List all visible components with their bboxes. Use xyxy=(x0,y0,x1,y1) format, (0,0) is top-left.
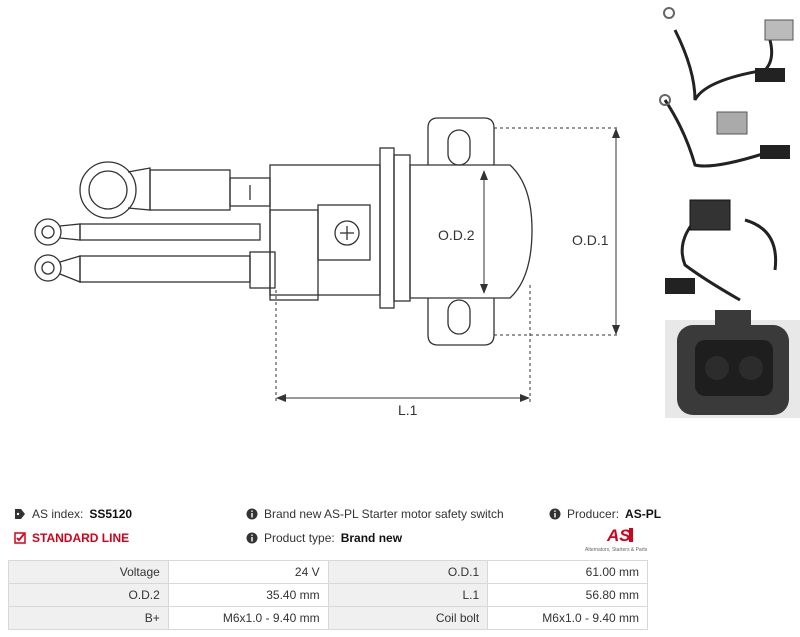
od2-label: O.D.2 xyxy=(438,227,475,243)
product-description: Brand new AS-PL Starter motor safety swi… xyxy=(246,507,504,521)
standard-line: STANDARD LINE xyxy=(14,531,129,545)
info-icon xyxy=(246,508,258,520)
product-type-value: Brand new xyxy=(340,531,403,545)
as-index-value: SS5120 xyxy=(89,507,133,521)
product-photos xyxy=(659,7,800,418)
harness-photo-1 xyxy=(663,7,794,101)
as-index-label: AS index: xyxy=(32,507,84,521)
spec-value: 35.40 mm xyxy=(167,583,329,607)
check-box-icon xyxy=(14,532,26,544)
producer-label: Producer: xyxy=(567,507,620,521)
info-icon xyxy=(246,532,258,544)
tag-icon xyxy=(15,509,25,519)
producer-value: AS-PL xyxy=(625,507,662,521)
spec-label: Coil bolt xyxy=(327,606,489,630)
technical-drawing: O.D.1 O.D.2 L.1 xyxy=(34,117,620,418)
l1-label: L.1 xyxy=(398,402,418,418)
spec-label: B+ xyxy=(8,606,169,630)
switch-body xyxy=(269,164,381,296)
info-icon xyxy=(549,508,561,520)
spec-value: M6x1.0 - 9.40 mm xyxy=(487,606,648,630)
spec-value: 61.00 mm xyxy=(487,560,648,584)
svg-text:Alternators, Starters & Parts: Alternators, Starters & Parts xyxy=(585,547,648,553)
spec-value: M6x1.0 - 9.40 mm xyxy=(167,606,329,630)
as-index: AS index: SS5120 xyxy=(14,507,132,521)
svg-text:AS: AS xyxy=(606,526,631,545)
harness-photo-3 xyxy=(665,199,778,302)
connector-photo xyxy=(665,310,800,418)
producer: Producer: AS-PL xyxy=(549,507,661,521)
spec-label: L.1 xyxy=(327,583,489,607)
as-pl-logo: AS Alternators, Starters & Parts xyxy=(585,526,648,553)
spec-label: O.D.1 xyxy=(327,560,489,584)
spec-label: Voltage xyxy=(8,560,169,584)
spec-label: O.D.2 xyxy=(8,583,169,607)
spec-value: 56.80 mm xyxy=(487,583,648,607)
harness-photo-2 xyxy=(659,94,790,168)
spec-value: 24 V xyxy=(167,560,329,584)
ring-terminal-large xyxy=(79,161,137,219)
product-type: Product type: Brand new xyxy=(246,531,402,545)
od1-label: O.D.1 xyxy=(572,232,609,248)
product-type-label: Product type: xyxy=(264,531,335,545)
